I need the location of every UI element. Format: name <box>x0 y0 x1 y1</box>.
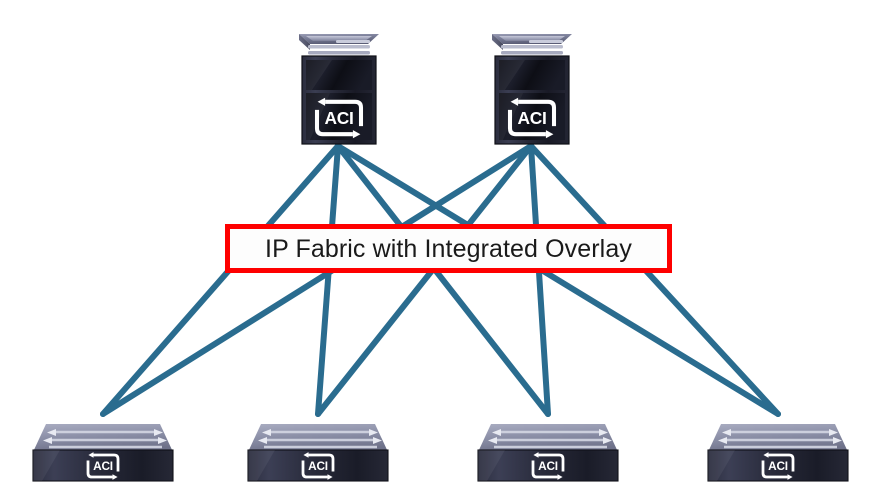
link-spine2-leaf1 <box>100 143 534 417</box>
link-spine1-leaf3 <box>335 143 551 417</box>
ip-fabric-callout-label: IP Fabric with Integrated Overlay <box>265 234 632 263</box>
link-spine2-leaf2 <box>315 143 534 417</box>
fabric-links <box>100 143 781 417</box>
link-spine1-leaf2 <box>315 143 341 417</box>
link-spine2-leaf3 <box>528 143 551 417</box>
ip-fabric-callout-box: IP Fabric with Integrated Overlay <box>225 224 672 273</box>
leaf-switch-3[interactable] <box>477 424 619 482</box>
spine-switch-2[interactable] <box>492 34 572 145</box>
link-spine1-leaf4 <box>335 143 781 417</box>
link-spine1-leaf1 <box>100 143 341 417</box>
leaf-switch-1[interactable] <box>32 424 174 482</box>
leaf-switch-2[interactable] <box>247 424 389 482</box>
spine-switch-1[interactable] <box>299 34 379 145</box>
link-spine2-leaf4 <box>528 143 781 417</box>
leaf-switch-4[interactable] <box>707 424 849 482</box>
